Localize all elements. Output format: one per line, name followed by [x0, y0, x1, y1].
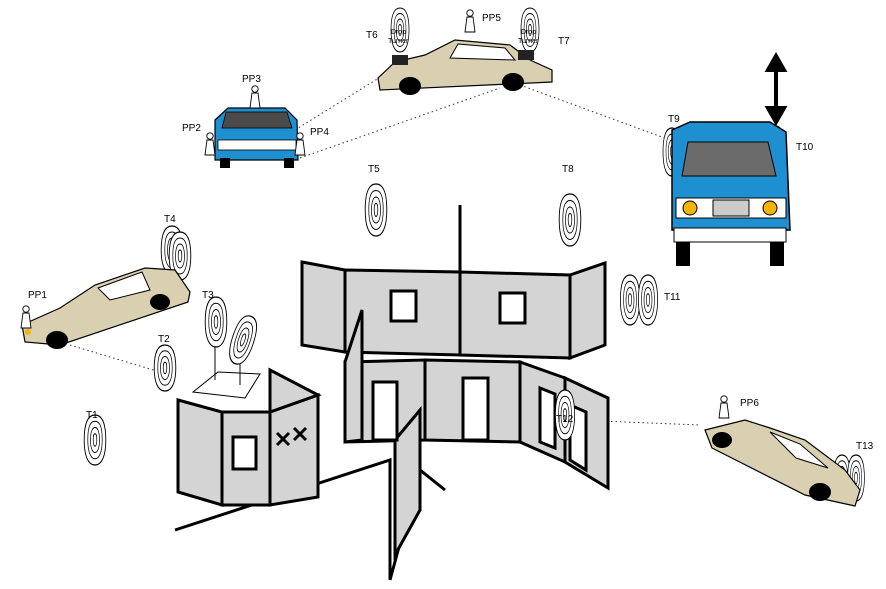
label-t2: T2	[158, 334, 170, 345]
label-t12: T12	[556, 414, 574, 425]
label-turner-a: Turner	[388, 38, 409, 45]
label-t7: T7	[558, 36, 570, 47]
label-pp1: PP1	[28, 290, 47, 301]
person-pp5	[464, 9, 476, 33]
up-down-arrow-icon	[764, 51, 788, 127]
blue-car-small	[214, 107, 299, 168]
label-t11: T11	[664, 292, 681, 303]
label-t5: T5	[368, 164, 380, 175]
label-t4: T4	[164, 214, 176, 225]
label-pp2: PP2	[182, 123, 201, 134]
tan-car-left	[21, 267, 191, 349]
target-t3a	[204, 296, 228, 348]
target-t1	[83, 414, 107, 466]
person-pp4	[294, 132, 306, 156]
label-drop-b: Drop	[521, 29, 536, 36]
label-t3: T3	[202, 290, 214, 301]
tan-car-right	[704, 419, 861, 507]
dotted-lines	[69, 67, 701, 426]
target-t5	[364, 183, 388, 237]
windows-doors	[231, 289, 588, 473]
target-t11b	[637, 274, 659, 326]
blue-car-large	[671, 121, 791, 266]
person-pp3	[249, 85, 261, 109]
target-stand-t3	[191, 345, 261, 399]
target-t2	[153, 344, 177, 392]
tan-car-top	[377, 39, 553, 95]
label-pp4: PP4	[310, 127, 329, 138]
label-t9: T9	[668, 114, 680, 125]
target-t3b	[224, 312, 262, 368]
x-mark-icon	[275, 426, 308, 447]
label-pp6: PP6	[740, 398, 759, 409]
target-t8	[558, 193, 582, 247]
label-t8: T8	[562, 164, 574, 175]
label-t6: T6	[366, 30, 378, 41]
person-pp2	[204, 132, 216, 156]
label-turner-b: Turner	[518, 38, 539, 45]
label-t10: T10	[796, 142, 814, 153]
person-pp1	[20, 305, 32, 329]
label-t1: T1	[86, 410, 98, 421]
label-pp5: PP5	[482, 13, 501, 24]
label-pp3: PP3	[242, 74, 261, 85]
person-pp6	[718, 395, 730, 419]
labels: T1 T2 T3 T4 T5 T6 T7 T8 T9 T10 T11 T12 T…	[28, 13, 874, 452]
label-drop-a: Drop	[391, 29, 406, 36]
target-t11a	[619, 274, 641, 326]
label-t13: T13	[856, 441, 874, 452]
